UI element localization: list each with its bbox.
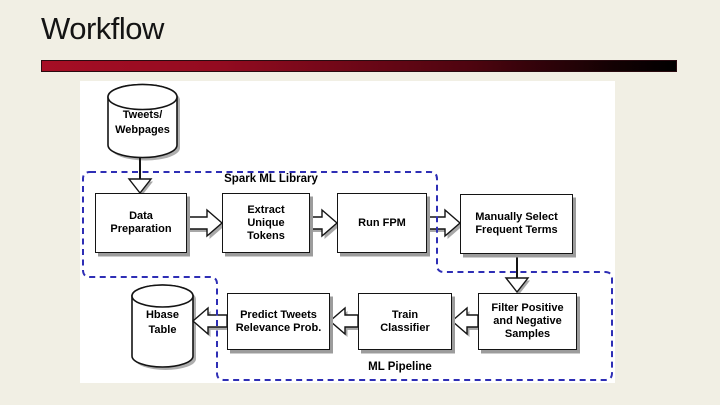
datastore-tweets-cylinder bbox=[107, 83, 180, 161]
workflow-diagram-panel: Spark ML Library ML Pipeline Tweets/ Web… bbox=[80, 81, 615, 383]
title-accent-bar bbox=[41, 60, 677, 72]
arrow-right-icon-runfpm-to-manual bbox=[426, 208, 463, 239]
arrow-left-icon-train-to-predict bbox=[328, 306, 361, 337]
arrow-left-icon-predict-to-hbase bbox=[191, 306, 230, 337]
dashed-group-boundary bbox=[82, 171, 613, 381]
node-data-preparation: Data Preparation bbox=[95, 193, 187, 253]
slide-title: Workflow bbox=[41, 11, 164, 46]
node-train-classifier: Train Classifier bbox=[358, 293, 452, 350]
arrow-down-icon-tweets-to-dataprep bbox=[127, 158, 153, 196]
group-label-spark-ml-library: Spark ML Library bbox=[224, 173, 318, 185]
datastore-hbase-cylinder bbox=[131, 284, 196, 370]
flow-diagram-graphic bbox=[82, 83, 613, 381]
node-run-fpm: Run FPM bbox=[337, 193, 427, 253]
node-filter-positive-negative-samples: Filter Positive and Negative Samples bbox=[478, 293, 577, 350]
arrow-left-icon-filter-to-train bbox=[450, 306, 481, 337]
group-label-ml-pipeline: ML Pipeline bbox=[368, 361, 432, 373]
node-predict-tweets-relevance-prob: Predict Tweets Relevance Prob. bbox=[227, 293, 330, 350]
node-extract-unique-tokens: Extract Unique Tokens bbox=[222, 193, 310, 253]
arrow-down-icon-manual-to-filter bbox=[504, 254, 530, 295]
arrow-right-icon-extract-to-runfpm bbox=[309, 208, 340, 239]
arrow-right-icon-dataprep-to-extract bbox=[186, 208, 225, 239]
datastore-hbase-table-label: Hbase Table bbox=[145, 309, 180, 336]
datastore-tweets-webpages-label: Tweets/ Webpages bbox=[115, 109, 170, 136]
node-manually-select-frequent-terms: Manually Select Frequent Terms bbox=[460, 194, 573, 254]
